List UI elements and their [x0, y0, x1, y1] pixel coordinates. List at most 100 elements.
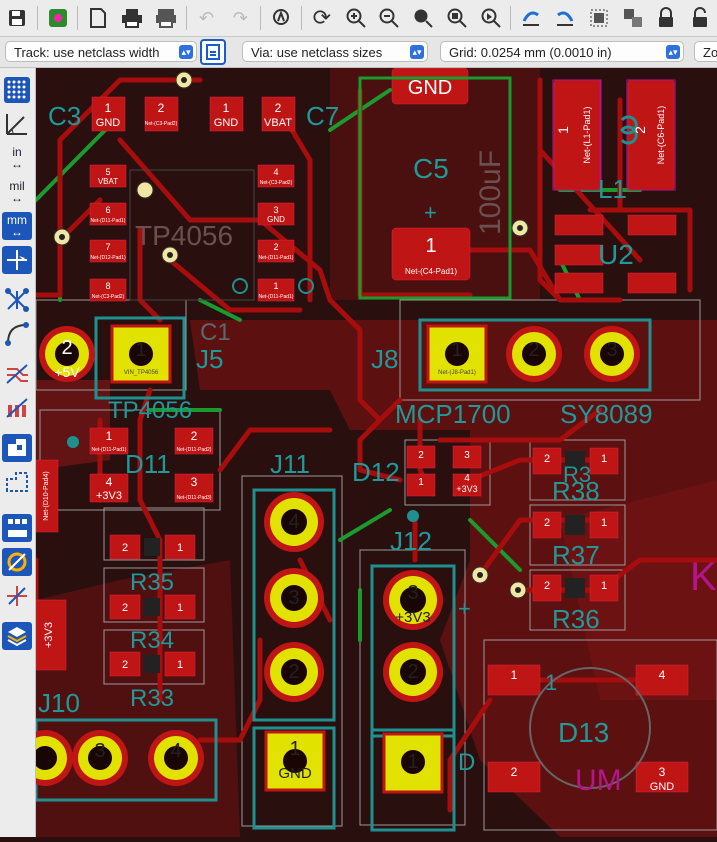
custom-track-width-button[interactable] [200, 39, 226, 65]
pad-r33-1 [164, 651, 196, 677]
group-icon[interactable] [584, 3, 614, 33]
zoom-objects-icon[interactable] [442, 3, 472, 33]
vias-sketch-icon[interactable] [2, 548, 32, 576]
pad-num: 1 [105, 101, 112, 115]
curved-ratsnest-icon[interactable] [2, 320, 32, 348]
footprint-icon[interactable] [43, 3, 73, 33]
pad-r34-1 [164, 594, 196, 620]
pad-net: Net-(C3-Pad2) [145, 121, 178, 127]
pad-num: 1 [223, 101, 230, 115]
vias [53, 71, 529, 599]
pad-net: +3V3 [395, 609, 430, 626]
flip-left-icon[interactable] [516, 3, 546, 33]
pad-num: 3 [191, 475, 198, 489]
unlock-icon[interactable] [685, 3, 715, 33]
pad-num: 2 [275, 101, 282, 115]
pad-net: Net-(D11-Pad1) [259, 294, 294, 300]
options-bar: Track: use netclass width ▴▾ Via: use ne… [0, 37, 717, 68]
filled-zones-icon[interactable] [2, 434, 32, 462]
zoom-out-icon[interactable] [374, 3, 404, 33]
zoom-select[interactable]: Zo [694, 41, 717, 62]
ref-r36: R36 [552, 604, 600, 634]
pad-num: 2 [122, 602, 128, 614]
pad-num: 1 [177, 659, 183, 671]
pad-c7-2 [261, 96, 296, 132]
ref-j10: J10 [38, 688, 80, 718]
ref-r35: R35 [130, 569, 174, 596]
units-mm-button[interactable]: mm↔ [2, 212, 32, 240]
refresh-icon[interactable]: ⟳ [312, 5, 332, 30]
hide-pads-icon[interactable] [2, 394, 32, 422]
page-settings-icon[interactable] [83, 3, 113, 33]
undo-icon[interactable]: ↶ [199, 7, 215, 28]
pad-u1-5 [89, 164, 127, 188]
plot-icon[interactable] [151, 3, 181, 33]
pad-num: 2 [61, 337, 72, 359]
grid-select[interactable]: Grid: 0.0254 mm (0.0010 in) ▴▾ [440, 41, 684, 62]
pad-u2-c [554, 272, 604, 294]
toolbar-separator [36, 6, 38, 30]
pin1-via [136, 181, 154, 199]
pad-num: 2 [544, 580, 550, 592]
pcb-drawing: C3 C7 C5 L1 U2 J5 J8 TP4056 MCP1700 SY80… [17, 67, 717, 837]
pad-d11-3 [174, 473, 214, 503]
c5-outline [358, 76, 512, 300]
pad-r35-2 [109, 534, 141, 560]
cursor-crosshair-icon[interactable] [2, 246, 32, 274]
grid-toggle-icon[interactable] [2, 76, 32, 104]
pad-num: 2 [528, 339, 539, 361]
arrows-horizontal-icon: ↔ [11, 191, 23, 205]
pad-num: 3 [94, 740, 105, 762]
arrows-horizontal-icon: ↔ [11, 225, 23, 239]
via-size-select[interactable]: Via: use netclass sizes ▴▾ [242, 41, 428, 62]
ungroup-icon[interactable] [618, 3, 648, 33]
ref-j12: J12 [390, 526, 432, 556]
pad-r34-2 [109, 594, 141, 620]
layers-manager-icon[interactable] [2, 622, 32, 650]
ref-c7: C7 [306, 101, 339, 131]
redo-icon[interactable]: ↷ [232, 7, 248, 28]
search-icon[interactable] [266, 3, 296, 33]
pad-net: Net-(C3-Pad2) [260, 180, 293, 186]
tracks-sketch-icon[interactable] [2, 582, 32, 610]
pad-num: 4 [106, 475, 113, 489]
zone-outline-icon[interactable] [2, 468, 32, 496]
ref-r38: R38 [552, 476, 600, 506]
pad-u2-b [554, 244, 604, 266]
pad-left-net [35, 459, 59, 533]
save-icon[interactable] [2, 3, 32, 33]
pad-u2-e [627, 272, 677, 294]
pad-u1-4 [257, 164, 295, 188]
pad-net: Net-(D11-Pad1) [91, 218, 126, 224]
ratsnest-icon[interactable] [2, 286, 32, 314]
zoom-area-icon[interactable] [476, 3, 506, 33]
pad-num: 5 [105, 167, 110, 177]
pad-num: 3 [659, 765, 666, 779]
pads-sketch-icon[interactable] [2, 514, 32, 542]
pad-num: 2 [418, 450, 424, 461]
pad-u1-6 [89, 202, 127, 226]
units-inch-button[interactable]: in↔ [2, 144, 32, 172]
units-mil-button[interactable]: mil↔ [2, 178, 32, 206]
pad-u1-8 [89, 278, 127, 302]
pcb-canvas[interactable]: C3 C7 C5 L1 U2 J5 J8 TP4056 MCP1700 SY80… [17, 67, 717, 837]
print-icon[interactable] [117, 3, 147, 33]
pad-num: 1 [601, 517, 607, 529]
pad-num: 1 [418, 477, 424, 488]
flip-right-icon[interactable] [550, 3, 580, 33]
zoom-fit-icon[interactable] [408, 3, 438, 33]
silk-plus-2: + [424, 200, 437, 225]
pad-u1-1 [257, 278, 295, 302]
hide-tracks-icon[interactable] [2, 360, 32, 388]
pad-r38-2 [532, 447, 562, 475]
pad-net: Net-(J8-Pad1) [438, 370, 476, 376]
zoom-in-icon[interactable] [341, 3, 371, 33]
polar-coords-icon[interactable] [2, 110, 32, 138]
track-width-select[interactable]: Track: use netclass width ▴▾ [5, 41, 197, 62]
pad-net: Net-(D10-Pad4) [43, 471, 50, 520]
pad-net: +3V3 [43, 622, 55, 648]
pad-net: +3V3 [96, 490, 122, 502]
lock-icon[interactable] [651, 3, 681, 33]
ic-label: TP4056 [135, 220, 233, 251]
d13-body [529, 667, 651, 789]
